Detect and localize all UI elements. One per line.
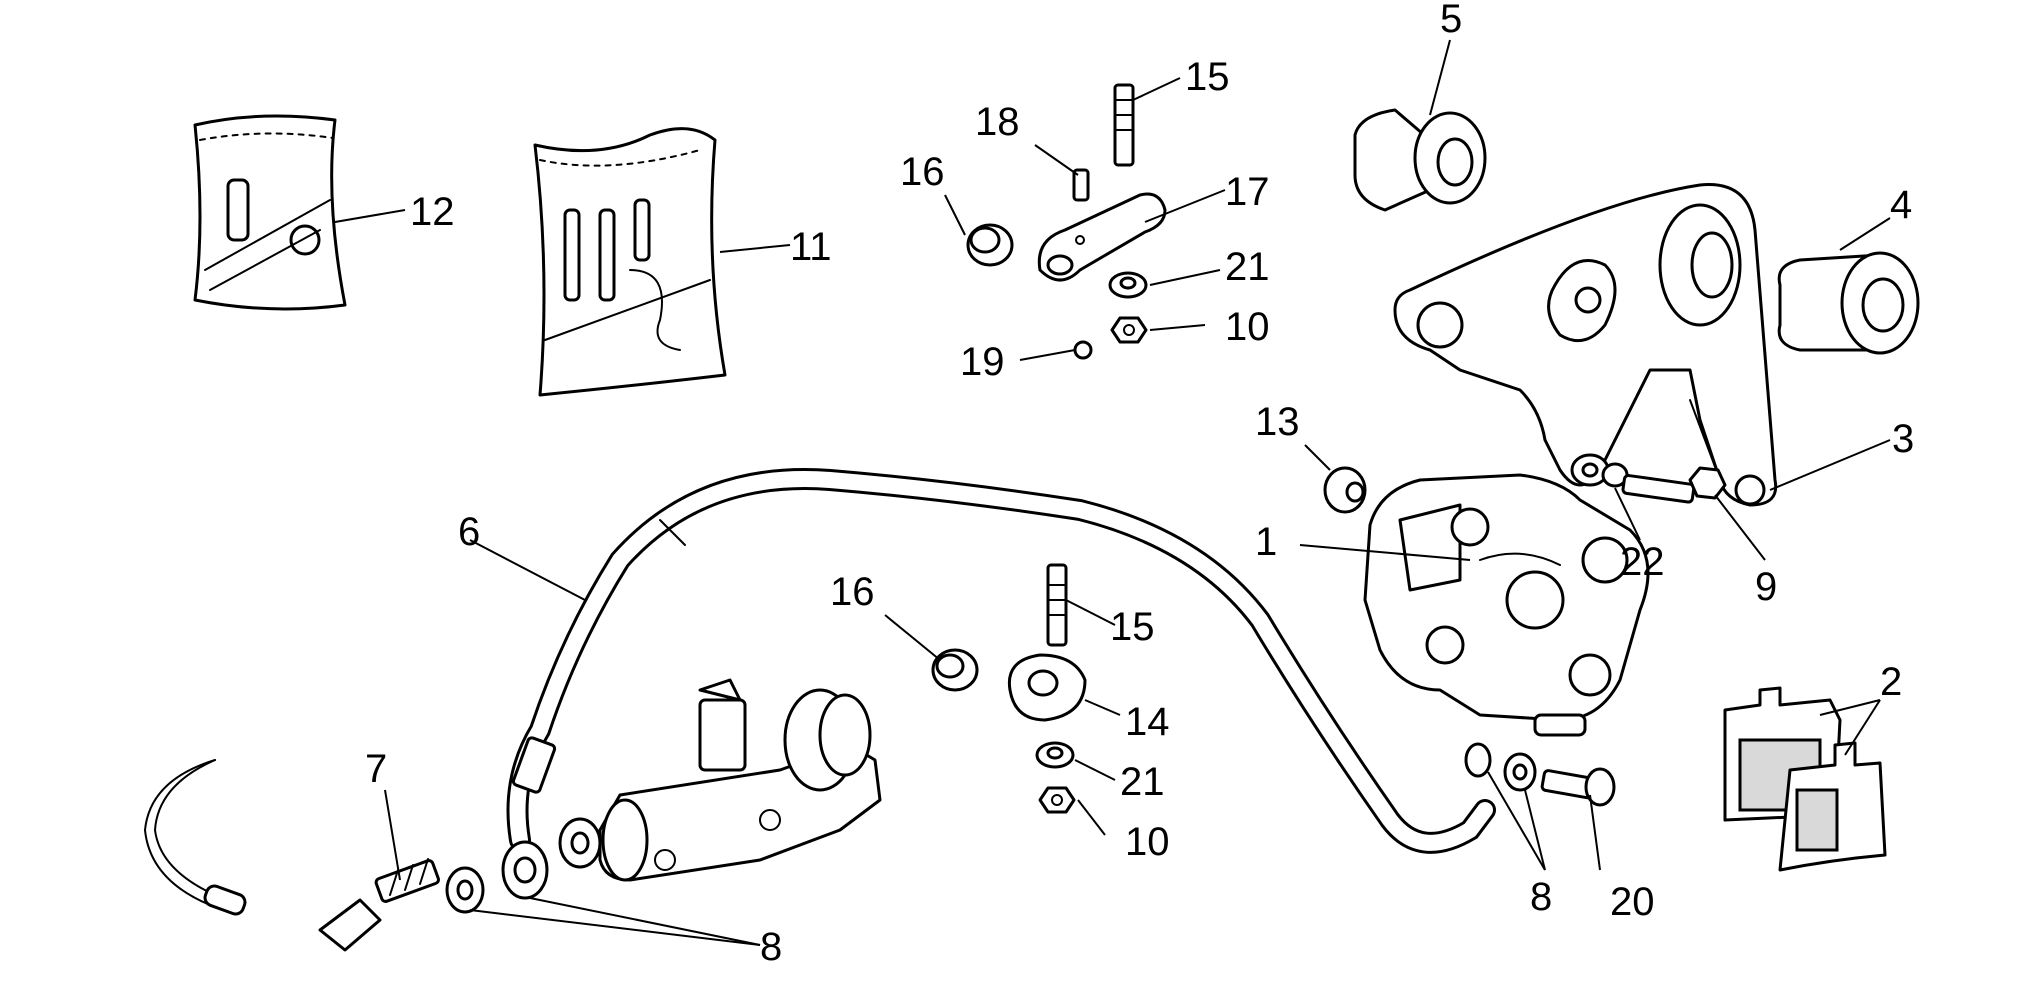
callout-16-lower: 16 <box>830 570 875 614</box>
callout-8-lower: 8 <box>760 925 782 969</box>
washer-pair-lower <box>445 817 602 914</box>
bushing-caliper <box>1323 466 1367 514</box>
callout-6: 6 <box>458 510 480 554</box>
stud-upper <box>1113 83 1135 167</box>
callout-15-upper: 15 <box>1185 55 1230 99</box>
nut-tiny <box>1073 340 1093 360</box>
callout-22: 22 <box>1620 540 1665 584</box>
callout-10-upper: 10 <box>1225 305 1270 349</box>
bushing-upper <box>966 223 1014 267</box>
callout-11: 11 <box>790 225 832 269</box>
callout-5: 5 <box>1440 0 1462 41</box>
callout-15-lower: 15 <box>1110 605 1155 649</box>
banjo-fitting <box>501 840 549 900</box>
leader-lines <box>334 39 1891 946</box>
washer-lower <box>1035 741 1075 769</box>
callout-1: 1 <box>1255 520 1277 564</box>
callout-17: 17 <box>1225 170 1270 214</box>
clamp-lower <box>1007 653 1087 722</box>
brake-pad-rear <box>1778 741 1887 872</box>
callout-16-upper: 16 <box>900 150 945 194</box>
brake-hose <box>506 468 1496 854</box>
washer-pair-upper <box>1570 453 1629 488</box>
callout-12: 12 <box>410 190 455 234</box>
callout-18: 18 <box>975 100 1020 144</box>
callout-4: 4 <box>1890 183 1912 227</box>
callout-2: 2 <box>1880 660 1902 704</box>
stud-lower <box>1046 563 1068 647</box>
callout-20: 20 <box>1610 880 1655 924</box>
bracket-clamp-upper <box>1037 192 1167 282</box>
spacer-upper-left <box>1353 108 1487 212</box>
nut-upper <box>1110 316 1148 344</box>
callout-9: 9 <box>1755 565 1777 609</box>
callout-10-lower: 10 <box>1125 820 1170 864</box>
callout-21-upper: 21 <box>1225 245 1270 289</box>
callout-8-caliper: 8 <box>1530 875 1552 919</box>
kit-bag-small <box>193 114 347 311</box>
callout-7: 7 <box>365 747 387 791</box>
callout-3: 3 <box>1892 417 1914 461</box>
spacer-right <box>1777 251 1920 355</box>
callout-21-lower: 21 <box>1120 760 1165 804</box>
callout-13: 13 <box>1255 400 1300 444</box>
callout-14: 14 <box>1125 700 1170 744</box>
bolt-caliper <box>1621 466 1727 504</box>
stop-switch-cable <box>143 759 440 952</box>
callout-labels: 1 2 3 4 5 6 7 8 8 9 10 10 11 12 13 14 15… <box>365 0 1914 969</box>
bushing-lower <box>931 648 979 692</box>
washer-upper <box>1108 271 1148 299</box>
kit-bag-large <box>533 127 727 397</box>
brake-pad-front <box>1723 686 1842 822</box>
nut-lower <box>1038 786 1076 814</box>
caliper-bracket <box>1393 183 1778 507</box>
callout-19: 19 <box>960 340 1005 384</box>
master-cylinder <box>598 678 882 882</box>
screw-small <box>1072 168 1090 202</box>
washer-pair-caliper <box>1464 742 1537 792</box>
brake-caliper <box>1363 473 1650 737</box>
banjo-bolt <box>1540 767 1616 807</box>
